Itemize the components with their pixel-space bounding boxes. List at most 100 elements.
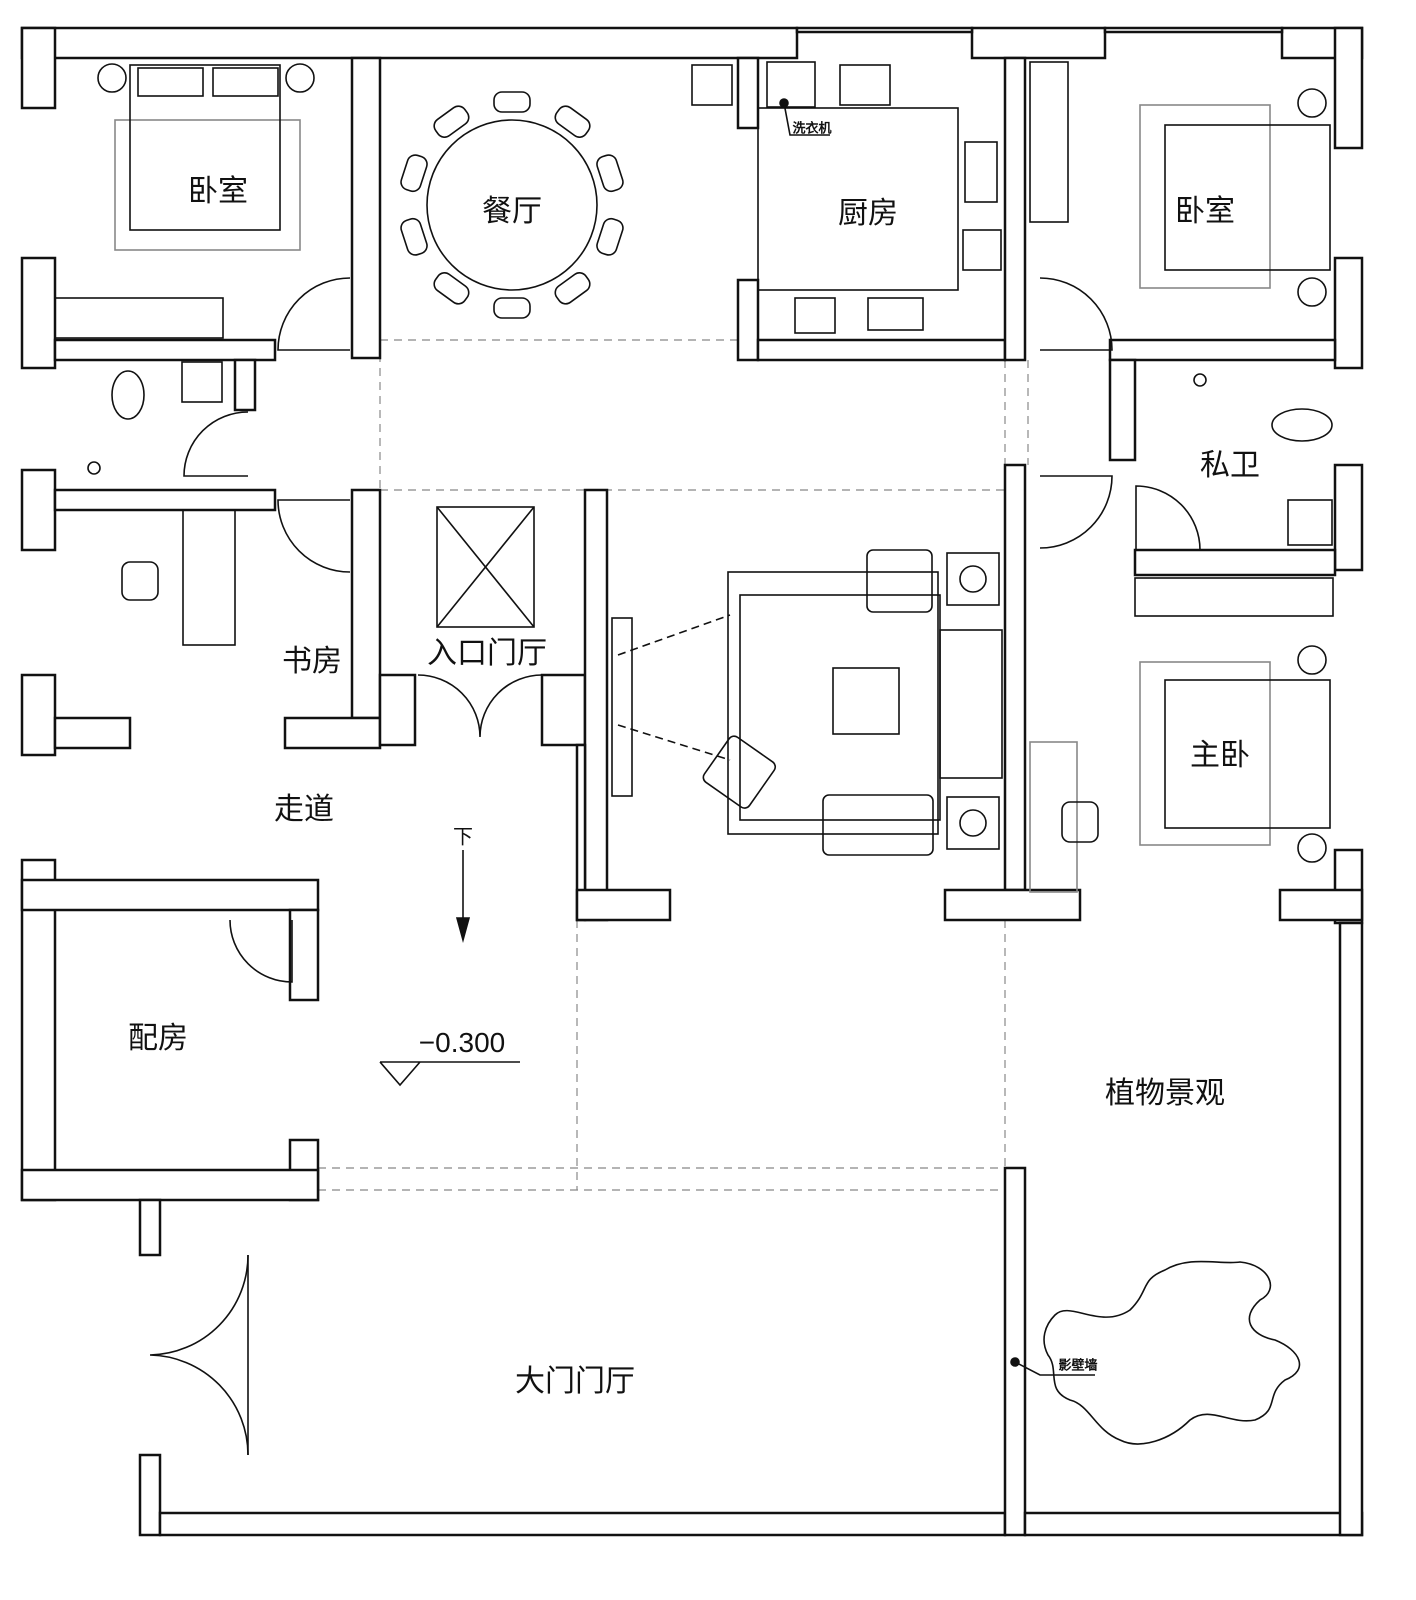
room-label-gate-hall: 大门门厅 bbox=[515, 1364, 635, 1399]
wall bbox=[943, 888, 1082, 922]
washing-machine bbox=[766, 61, 816, 108]
wall bbox=[795, 26, 974, 34]
rug bbox=[727, 571, 939, 835]
washing-machine-label: 洗衣机 bbox=[792, 121, 832, 137]
doors bbox=[149, 277, 1201, 1456]
wall bbox=[283, 716, 382, 750]
dining-chair bbox=[596, 217, 624, 256]
wall bbox=[20, 256, 57, 370]
rug bbox=[1139, 104, 1271, 289]
room-label-bedroom: 卧室 bbox=[188, 174, 248, 209]
elevation-label: −0.300 bbox=[418, 1027, 506, 1058]
wall bbox=[1108, 358, 1137, 462]
pillow bbox=[212, 67, 279, 97]
wall bbox=[20, 878, 320, 912]
wall bbox=[1278, 888, 1364, 922]
bed bbox=[1164, 679, 1331, 829]
floor-drain-icon bbox=[1193, 373, 1207, 387]
wall bbox=[1023, 1511, 1364, 1537]
tv-cabinet bbox=[611, 617, 633, 797]
armchair bbox=[702, 735, 777, 809]
side-table bbox=[946, 796, 1000, 850]
wall bbox=[53, 716, 132, 750]
dining-chair bbox=[554, 272, 591, 305]
wall bbox=[1333, 256, 1364, 370]
wardrobe bbox=[54, 297, 224, 339]
stair-down-label: 下 bbox=[453, 824, 473, 849]
dining-chair bbox=[596, 154, 624, 193]
wardrobe bbox=[1134, 577, 1334, 617]
wall bbox=[138, 1198, 162, 1257]
rug bbox=[1139, 661, 1271, 846]
dining-chair bbox=[433, 105, 470, 138]
cabinet bbox=[691, 64, 733, 106]
wall bbox=[1108, 338, 1337, 362]
room-label-private-bath: 私卫 bbox=[1200, 448, 1260, 483]
room-label-master-bedroom: 主卧 bbox=[1190, 738, 1250, 773]
wall bbox=[1133, 548, 1337, 577]
wall bbox=[970, 26, 1107, 60]
nightstand-lamp-icon bbox=[1297, 88, 1327, 118]
office-chair bbox=[1061, 801, 1099, 843]
bed bbox=[129, 64, 281, 231]
office-chair bbox=[121, 561, 159, 601]
screen-wall-label: 影壁墙 bbox=[1058, 1358, 1098, 1374]
dining-table bbox=[426, 119, 598, 291]
desk bbox=[1029, 741, 1078, 893]
dining-chair bbox=[400, 154, 428, 193]
desk bbox=[182, 509, 236, 646]
wall bbox=[20, 673, 57, 757]
room-label-bedroom-right: 卧室 bbox=[1175, 194, 1235, 229]
wardrobe bbox=[1029, 61, 1069, 223]
sofa bbox=[822, 794, 934, 856]
vent-icon bbox=[962, 229, 1002, 271]
wall bbox=[53, 488, 277, 512]
dining-chair bbox=[433, 272, 470, 305]
room-label-plants: 植物景观 bbox=[1105, 1076, 1225, 1111]
wall bbox=[736, 56, 760, 130]
kitchen-sink bbox=[839, 64, 891, 106]
sofa-area bbox=[739, 594, 941, 821]
wall bbox=[1333, 463, 1364, 572]
wall bbox=[20, 26, 57, 110]
rug bbox=[114, 119, 301, 251]
wall bbox=[233, 358, 257, 412]
dining-chair bbox=[400, 217, 428, 256]
double-sink-icon bbox=[867, 297, 924, 331]
toilet-icon bbox=[1271, 408, 1333, 442]
skylight-icon bbox=[436, 506, 535, 628]
room-label-dining: 餐厅 bbox=[482, 194, 542, 229]
washbasin-icon bbox=[181, 361, 223, 403]
wall bbox=[1338, 921, 1364, 1537]
washbasin-icon bbox=[1287, 499, 1333, 546]
wall bbox=[20, 468, 57, 552]
sofa bbox=[939, 629, 1003, 779]
wall bbox=[540, 673, 587, 747]
stove-icon bbox=[964, 141, 998, 203]
furniture bbox=[54, 61, 1334, 1456]
pillow bbox=[137, 67, 204, 97]
wall bbox=[1003, 463, 1027, 892]
coffee-table bbox=[832, 667, 900, 735]
nightstand-lamp-icon bbox=[1297, 833, 1327, 863]
wall bbox=[583, 488, 609, 922]
dining-chairs bbox=[400, 91, 624, 319]
rockery-icon bbox=[1043, 1260, 1301, 1445]
dining-chair bbox=[493, 297, 531, 319]
kitchen-counter bbox=[757, 107, 959, 291]
wall bbox=[138, 1453, 162, 1537]
side-table bbox=[946, 552, 1000, 606]
wall bbox=[350, 56, 382, 360]
room-label-entry-hall: 入口门厅 bbox=[427, 636, 547, 671]
wall bbox=[736, 278, 760, 362]
room-label-study: 书房 bbox=[282, 644, 342, 679]
wall bbox=[20, 1168, 320, 1202]
wall bbox=[288, 908, 320, 1002]
elevation-marker-icon bbox=[379, 1061, 520, 1087]
nightstand-lamp-icon bbox=[285, 63, 315, 93]
wall bbox=[1003, 1166, 1027, 1537]
wall bbox=[350, 488, 382, 720]
wall bbox=[1003, 56, 1027, 362]
